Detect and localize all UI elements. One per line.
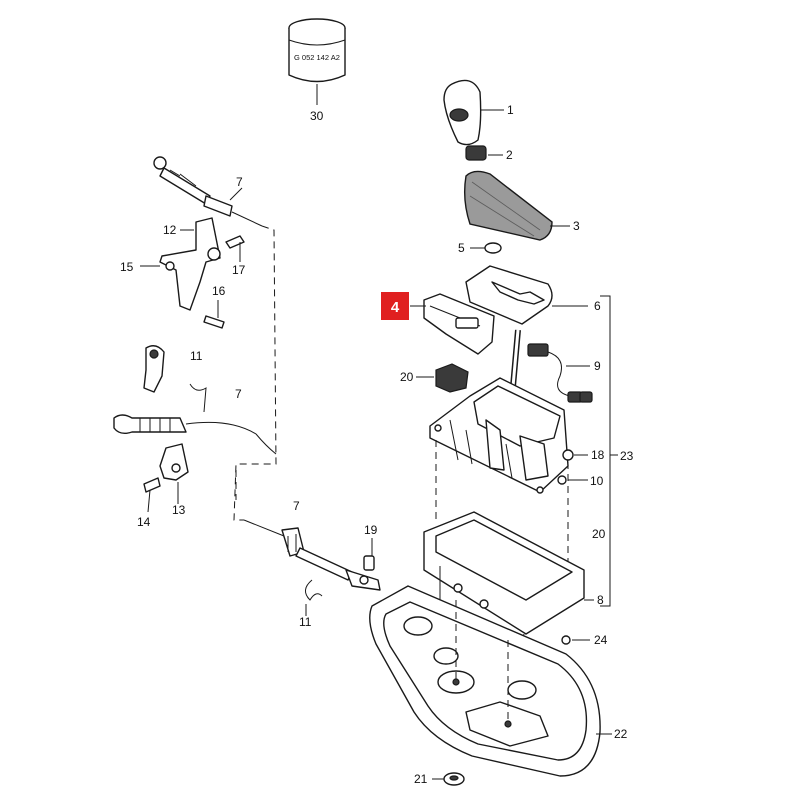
callout-24: 24: [594, 633, 608, 647]
assembly-guide-lines: [233, 225, 277, 521]
callout-14: 14: [137, 515, 151, 529]
gear-knob-part: [443, 79, 504, 146]
lower-bracket-part: [143, 443, 189, 513]
shift-boot-part: [463, 170, 570, 241]
selector-part: [410, 293, 495, 355]
shift-mechanism-part: [429, 329, 569, 494]
callout-11a: 11: [190, 349, 203, 363]
callout-22: 22: [614, 727, 628, 741]
cover-plate-part: [465, 265, 588, 325]
callout-7c: 7: [293, 499, 300, 513]
callout-12: 12: [163, 223, 177, 237]
callout-21: 21: [414, 772, 428, 786]
grease-can-part: G 052 142 A2: [288, 18, 346, 105]
callout-8: 8: [597, 593, 604, 607]
callout-4-badge[interactable]: 4: [381, 292, 409, 320]
relay-part: [416, 363, 469, 393]
wiring-harness-part: [527, 343, 593, 403]
mounting-bracket-part: [140, 217, 245, 329]
housing-bolt-part: [561, 635, 590, 645]
upper-cable-part: [153, 156, 263, 227]
callout-labels: 30 1 2 3 5 6 9 20 18 23 10 20 8 24 22 21…: [120, 103, 634, 786]
middle-cable-part: [113, 345, 277, 455]
callout-17: 17: [232, 263, 246, 277]
can-marking: G 052 142 A2: [294, 53, 340, 62]
callout-7b: 7: [235, 387, 242, 401]
callout-5: 5: [458, 241, 465, 255]
callout-30: 30: [310, 109, 324, 123]
callout-19: 19: [364, 523, 378, 537]
callout-9: 9: [594, 359, 601, 373]
range-brackets: [600, 295, 618, 607]
lower-cable-part: [243, 519, 381, 616]
callout-13: 13: [172, 503, 186, 517]
callout-1: 1: [507, 103, 514, 117]
ring-part: [470, 242, 502, 254]
grommet-part: [432, 772, 465, 786]
callout-10: 10: [590, 474, 604, 488]
collar-part: [465, 145, 503, 161]
callout-18: 18: [591, 448, 605, 462]
callout-7a: 7: [236, 175, 243, 189]
callout-15: 15: [120, 260, 134, 274]
callout-23: 23: [620, 449, 634, 463]
base-tray-part: [369, 585, 612, 777]
callout-6: 6: [594, 299, 601, 313]
callout-16: 16: [212, 284, 226, 298]
callout-3: 3: [573, 219, 580, 233]
callout-20b: 20: [592, 527, 606, 541]
callout-11b: 11: [299, 615, 312, 629]
callout-2: 2: [506, 148, 513, 162]
callout-20a: 20: [400, 370, 414, 384]
callout-4: 4: [391, 299, 400, 316]
